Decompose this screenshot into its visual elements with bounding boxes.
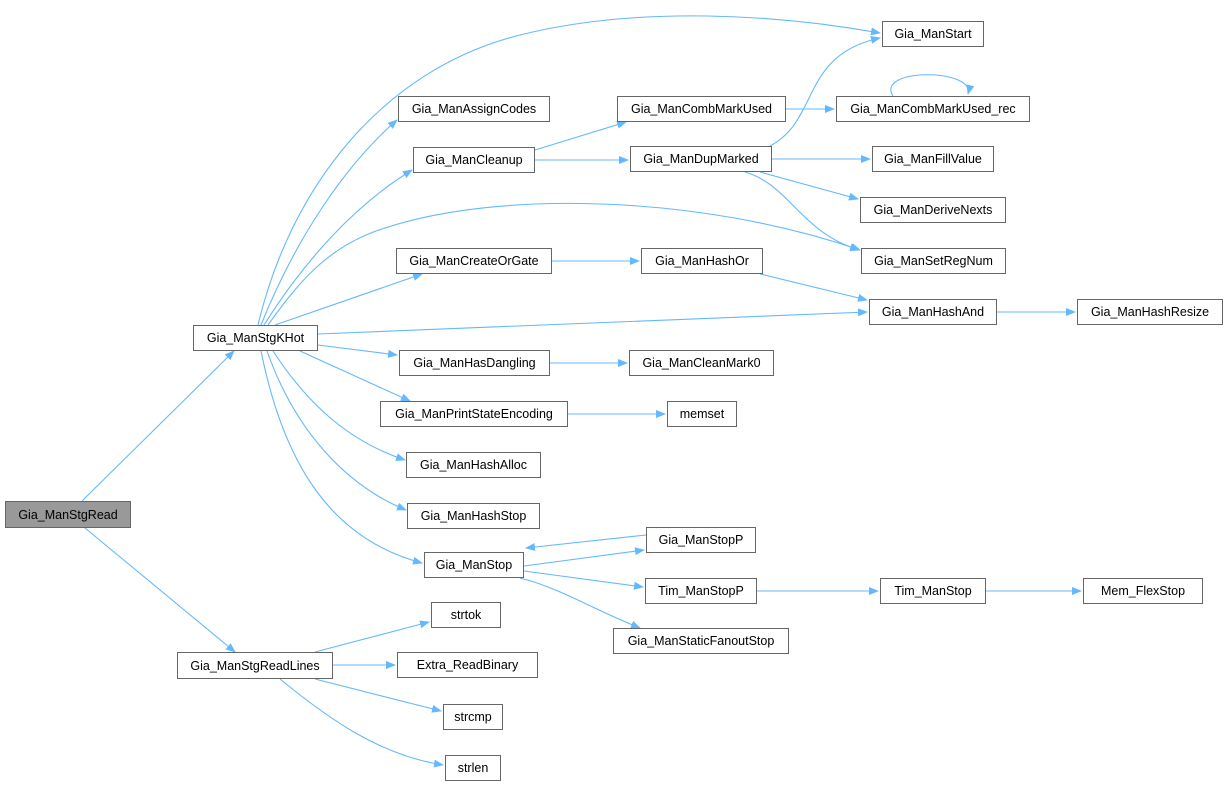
node-gia-manstop[interactable]: Gia_ManStop: [424, 552, 524, 578]
edge-dupmarked-setregnum: [744, 171, 860, 252]
node-strcmp[interactable]: strcmp: [443, 704, 503, 730]
edge-stop-staticfanoutstop: [519, 577, 641, 629]
edge-stgreadlines-strlen: [279, 678, 444, 768]
edge-stgread-stgreadlines: [84, 527, 236, 653]
edge-dupmarked-start: [769, 35, 881, 147]
node-gia-manderivenexts[interactable]: Gia_ManDeriveNexts: [860, 197, 1006, 223]
edge-stgkhot-assigncodes: [260, 119, 398, 326]
node-gia-mancombmarkused-rec[interactable]: Gia_ManCombMarkUsed_rec: [836, 96, 1030, 122]
edge-stgreadlines-strtok: [314, 620, 430, 653]
edge-stop-stopp: [523, 547, 645, 567]
node-gia-manfillvalue[interactable]: Gia_ManFillValue: [872, 146, 994, 172]
node-gia-manstgreadlines[interactable]: Gia_ManStgReadLines: [177, 652, 333, 679]
edge-stop-timstopp: [523, 570, 644, 590]
edge-stgkhot-createorgate: [274, 273, 423, 326]
node-gia-manhashresize[interactable]: Gia_ManHashResize: [1077, 299, 1223, 325]
edge-stgkhot-hashstop: [266, 350, 407, 511]
node-gia-manstaticfanoutstop[interactable]: Gia_ManStaticFanoutStop: [613, 628, 789, 654]
node-gia-manstgread[interactable]: Gia_ManStgRead: [5, 501, 131, 528]
node-gia-mancreateorgate[interactable]: Gia_ManCreateOrGate: [396, 248, 552, 274]
node-gia-mancleanup[interactable]: Gia_ManCleanup: [413, 147, 535, 173]
node-gia-mancombmarkused[interactable]: Gia_ManCombMarkUsed: [617, 96, 786, 122]
edge-stgkhot-start: [257, 15, 881, 326]
node-gia-manhashor[interactable]: Gia_ManHashOr: [641, 248, 763, 274]
edge-stgread-stgkhot: [81, 350, 235, 502]
edge-stgkhot-setregnum: [267, 202, 861, 326]
node-gia-manprintstateencoding[interactable]: Gia_ManPrintStateEncoding: [380, 401, 568, 427]
edge-stopp-stop: [525, 534, 647, 552]
node-gia-manstart[interactable]: Gia_ManStart: [882, 21, 984, 47]
edge-stgkhot-stop: [260, 350, 423, 565]
node-gia-manassigncodes[interactable]: Gia_ManAssignCodes: [398, 96, 550, 122]
edge-stgkhot-hashalloc: [272, 350, 406, 461]
edge-stgkhot-hasdangling: [317, 344, 398, 358]
edge-cleanup-combmarkused: [534, 120, 627, 151]
edge-stgreadlines-strcmp: [314, 678, 442, 713]
node-gia-manstopp[interactable]: Gia_ManStopP: [646, 527, 756, 553]
edge-stgkhot-printstateencoding: [299, 350, 411, 402]
edge-stgkhot-cleanup: [263, 169, 413, 326]
node-gia-manhashalloc[interactable]: Gia_ManHashAlloc: [406, 452, 541, 478]
node-gia-manstgkhot[interactable]: Gia_ManStgKHot: [193, 325, 318, 351]
node-gia-manhashstop[interactable]: Gia_ManHashStop: [407, 503, 540, 529]
node-strlen[interactable]: strlen: [445, 755, 501, 781]
node-gia-mansetregnum[interactable]: Gia_ManSetRegNum: [861, 248, 1006, 274]
node-gia-manhashand[interactable]: Gia_ManHashAnd: [869, 299, 997, 325]
node-strtok[interactable]: strtok: [431, 602, 501, 628]
node-memset[interactable]: memset: [667, 401, 737, 427]
node-tim-manstop[interactable]: Tim_ManStop: [880, 578, 986, 604]
node-gia-mancleanmark0[interactable]: Gia_ManCleanMark0: [629, 350, 774, 376]
node-tim-manstopp[interactable]: Tim_ManStopP: [645, 578, 757, 604]
edge-dupmarked-derivenexts: [759, 171, 859, 201]
edge-rec-self: [890, 74, 975, 97]
edge-hashor-hashand: [759, 273, 868, 302]
node-extra-readbinary[interactable]: Extra_ReadBinary: [397, 652, 538, 678]
node-mem-flexstop[interactable]: Mem_FlexStop: [1083, 578, 1203, 604]
node-gia-mandupmarked[interactable]: Gia_ManDupMarked: [630, 146, 772, 172]
edge-stgkhot-hashand: [317, 308, 868, 335]
node-gia-manhasdangling[interactable]: Gia_ManHasDangling: [399, 350, 550, 376]
